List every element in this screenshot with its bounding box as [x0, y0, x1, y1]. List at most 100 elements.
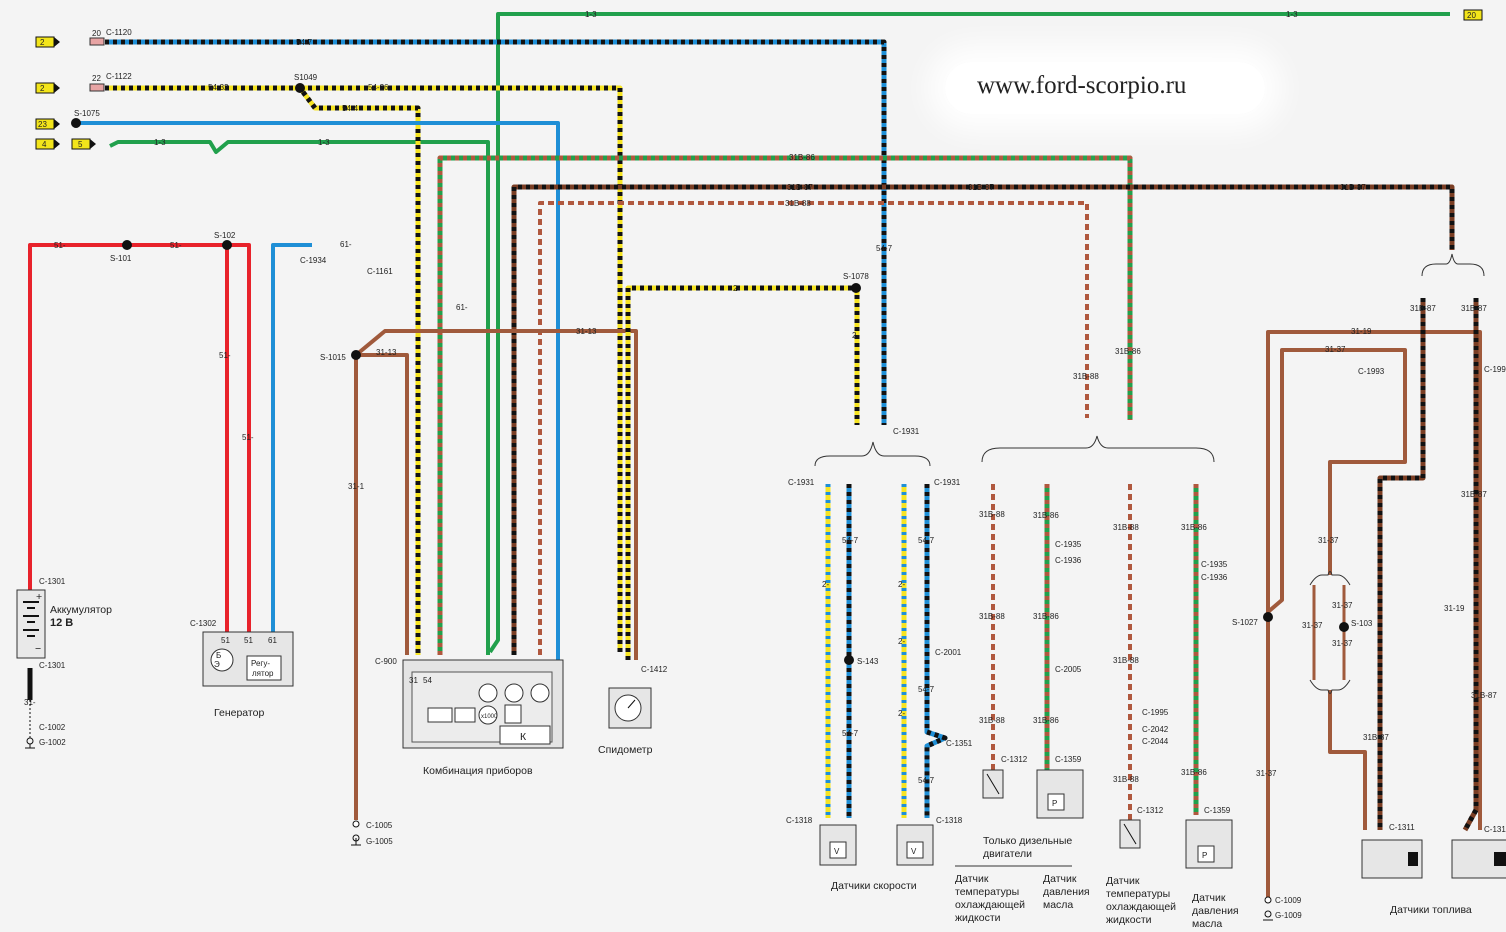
lbl-sp54b: 54-7 [842, 729, 859, 738]
lbl-c1936b: C-1936 [1201, 573, 1228, 582]
lbl-c1934: C-1934 [300, 256, 327, 265]
lbl-sp2b: 2- [898, 580, 905, 589]
labels: C-1120 C-1122 S1049 S-1075 1-3 1-3 54-7 … [24, 10, 1506, 920]
press2-l1: Датчик [1192, 892, 1226, 904]
lbl-61b: 61- [456, 303, 468, 312]
gen-e: Э [214, 660, 220, 669]
lbl-2-: 2- [733, 284, 740, 293]
lbl-w1-3c: 1-3 [154, 138, 166, 147]
generator: Б Э Регу- лятор 51 51 61 Генератор [202, 631, 294, 719]
lbl-f31b87d: 31B-87 [1471, 691, 1497, 700]
lbl-w1-3d: 1-3 [318, 138, 330, 147]
lbl-sp54e: 54-7 [918, 776, 935, 785]
regulator-label-1: Регу- [251, 659, 270, 668]
wire-blue-61 [271, 243, 312, 632]
wire-blue-s1075 [76, 121, 560, 660]
wire-yellow-black-2 [625, 285, 860, 660]
lbl-51b: 51- [170, 241, 182, 250]
lbl-d88d: 31B-88 [1113, 523, 1139, 532]
lbl-c1302: C-1302 [190, 619, 217, 628]
lbl-c1301b: C-1301 [39, 661, 66, 670]
lbl-s1078: S-1078 [843, 272, 869, 281]
lbl-c1412: C-1412 [641, 665, 668, 674]
press2-l3: масла [1192, 918, 1222, 930]
temp1-l4: жидкости [955, 912, 1001, 924]
lbl-g1005: G-1005 [366, 837, 393, 846]
fuse-20: 20 [92, 29, 101, 38]
lbl-51a: 51- [54, 241, 66, 250]
lbl-sp54d: 54-7 [918, 685, 935, 694]
temp2-l3: охлаждающей [1106, 901, 1176, 913]
lbl-2-b: 2- [852, 331, 859, 340]
wires-layer [27, 12, 1482, 898]
lbl-c1351: C-1351 [946, 739, 973, 748]
lbl-s1049: S1049 [294, 73, 318, 82]
lbl-d88f: 31B-88 [1113, 775, 1139, 784]
cluster-x1000: x1000 [481, 714, 498, 720]
svg-text:−: − [35, 643, 41, 655]
lbl-c1931b: C-1931 [788, 478, 815, 487]
speedometer-label: Спидометр [598, 744, 653, 756]
lbl-w1-3b: 1-3 [1286, 10, 1298, 19]
lbl-d88b: 31B-88 [979, 612, 1005, 621]
tag-23: 23 [38, 120, 47, 129]
wire-green-1-3-top [488, 12, 1450, 654]
lbl-c1318b: C-1318 [936, 816, 963, 825]
lbl-c1936a: C-1936 [1055, 556, 1082, 565]
lbl-c2042: C-2042 [1142, 725, 1169, 734]
lbl-d88e: 31B-88 [1113, 656, 1139, 665]
lbl-31b87b: 31B-87 [968, 183, 994, 192]
lbl-31-13b: 31-13 [376, 348, 397, 357]
lbl-c1122: C-1122 [106, 72, 132, 81]
splice-dots [71, 83, 1349, 665]
lbl-61a: 61- [340, 240, 352, 249]
lbl-31-13a: 31-13 [576, 327, 597, 336]
lbl-sp54c: 54-7 [918, 536, 935, 545]
fuses: 20 22 [89, 29, 105, 92]
lbl-51c: 51- [219, 351, 231, 360]
pin-51a: 51 [221, 636, 230, 645]
wire-31b-87 [511, 184, 1455, 655]
lbl-31-1: 31-1 [348, 482, 365, 491]
wire-brown-31 [354, 329, 638, 820]
wire-fuel-sensors [1266, 298, 1482, 898]
lbl-w1-3a: 1-3 [585, 10, 597, 19]
wire-engine-sensors [991, 484, 1199, 820]
wire-speed-sensors [825, 484, 948, 818]
lbl-sp2c: 2- [898, 637, 905, 646]
fuel-sensors-label: Датчики топлива [1390, 904, 1472, 916]
pressure-p1: P [1052, 799, 1057, 808]
speed-v2: V [911, 847, 917, 856]
cluster-k: К [520, 731, 527, 743]
press2-l2: давления [1192, 905, 1239, 917]
lbl-f31-37d: 31-37 [1302, 621, 1323, 630]
lbl-54-7b: 54-7 [876, 244, 893, 253]
lbl-c1935a: C-1935 [1055, 540, 1082, 549]
fuel-sensors: Датчики топлива [1309, 253, 1506, 916]
lbl-f31b87c: 31B-87 [1461, 490, 1487, 499]
diesel-label-1: Только дизельные [983, 835, 1072, 847]
lbl-f31-37b: 31-37 [1318, 536, 1339, 545]
lbl-s102: S-102 [214, 231, 236, 240]
wire-31b-86 [437, 155, 1133, 655]
battery-voltage: 12 В [50, 617, 73, 629]
cluster-label: Комбинация приборов [423, 765, 533, 777]
lbl-51d: 51- [242, 433, 254, 442]
lbl-f31-37e: 31-37 [1332, 639, 1353, 648]
lbl-d86b: 31B-86 [1033, 612, 1059, 621]
temp1-l3: охлаждающей [955, 899, 1025, 911]
lbl-w54-32: 54-32 [208, 83, 229, 92]
lbl-c199x: C-199 [1484, 365, 1506, 374]
pin-31: 31 [409, 676, 418, 685]
lbl-d88a: 31B-88 [979, 510, 1005, 519]
engine-sensors: P Только дизельные двигатели Датчик темп… [955, 435, 1239, 930]
speed-v1: V [834, 847, 840, 856]
pressure-p2: P [1202, 851, 1207, 860]
lbl-c1312b: C-1312 [1137, 806, 1164, 815]
lbl-w54-7: 54-7 [296, 38, 313, 47]
regulator-label-2: лятор [252, 669, 274, 678]
svg-text:+: + [36, 591, 42, 603]
lbl-d86d: 31B-86 [1181, 523, 1207, 532]
generator-label: Генератор [214, 707, 264, 719]
lbl-c2044: C-2044 [1142, 737, 1169, 746]
